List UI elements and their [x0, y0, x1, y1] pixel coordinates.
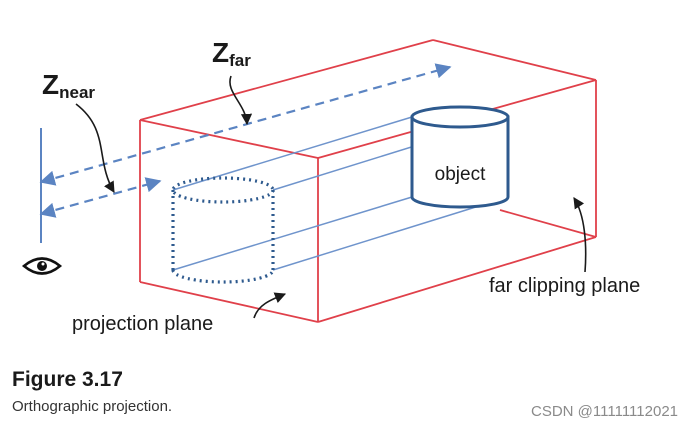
projection-plane-leader — [253, 292, 287, 319]
z-far-label: Zfar — [212, 37, 251, 70]
projector-bottom-left — [172, 196, 413, 271]
projected-cylinder-top — [171, 176, 275, 204]
z-distance-arrows — [39, 63, 452, 218]
figure-number: Figure 3.17 — [12, 368, 123, 391]
box-top-front-edge — [139, 119, 319, 159]
box-top-left-edge — [139, 39, 434, 121]
object-label: object — [435, 164, 486, 185]
projected-cylinder-bottom — [171, 269, 275, 284]
watermark: CSDN @11111112021 — [531, 403, 678, 420]
z-near-label: Znear — [42, 69, 95, 102]
box-bottom-right-edge — [317, 236, 597, 323]
box-top-back-edge — [432, 39, 597, 81]
z-far-leader — [229, 75, 253, 126]
eye-icon — [21, 257, 63, 275]
z-near-arrow — [39, 177, 162, 218]
far-clipping-plane-leader — [573, 197, 587, 273]
object-cylinder — [410, 105, 510, 209]
box-bottom-back-edge — [499, 209, 597, 238]
figure-caption: Orthographic projection. — [12, 398, 173, 415]
far-clipping-plane-label: far clipping plane — [489, 275, 640, 297]
z-near-leader — [75, 103, 115, 193]
projector-bottom-right — [272, 196, 509, 271]
projected-cylinder — [171, 176, 275, 284]
box-bottom-front-edge — [139, 281, 319, 323]
projection-plane-label: projection plane — [72, 313, 213, 335]
leader-arrows — [75, 75, 587, 319]
